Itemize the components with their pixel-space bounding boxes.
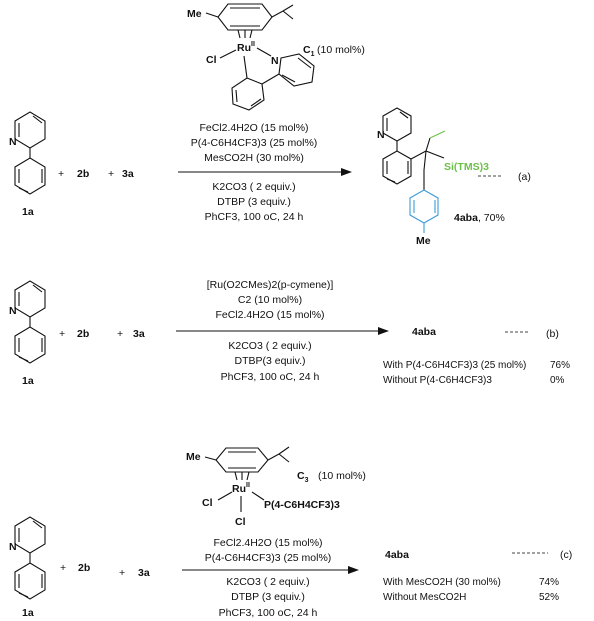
condition-b-below-1: K2CO3 ( 2 equiv.): [228, 340, 311, 352]
substrate-1a-structure-c: N: [9, 516, 46, 600]
reagent-3a-b: 3a: [133, 328, 145, 340]
result-c-2-yield: 52%: [539, 592, 559, 603]
ruthenium-label-c1: RuII: [237, 41, 255, 54]
result-b-2-yield: 0%: [550, 375, 565, 386]
plus-sign-b2: +: [117, 328, 123, 340]
nitrogen-label-1a-c: N: [9, 541, 17, 553]
condition-b-below-3: PhCF3, 100 oC, 24 h: [221, 371, 320, 383]
reaction-tag-c: (c): [560, 549, 572, 561]
product-label-c: 4aba: [385, 549, 409, 561]
reaction-tag-a: (a): [518, 171, 531, 183]
plus-sign-b1: +: [59, 328, 65, 340]
catalyst-c2-line2: C2 (10 mol%): [238, 294, 302, 306]
catalyst-c3-loading: (10 mol%): [318, 470, 366, 482]
ruthenium-label-c3: RuII: [232, 482, 250, 495]
catalyst-c2-line1: [Ru(O2CMes)2(p-cymene)]: [207, 279, 334, 291]
plus-sign-a2: +: [108, 168, 114, 180]
substrate-label-a: 1a: [22, 206, 34, 218]
catalyst-c1-loading: (10 mol%): [317, 44, 365, 56]
condition-c-below-2: DTBP (3 equiv.): [231, 591, 305, 603]
reaction-b: N 1a + 2b + 3a [Ru(O2CMes)2(p-cymene)] C…: [9, 279, 570, 387]
reagent-3a-c: 3a: [138, 567, 150, 579]
product-silyl-group: Si(TMS)3: [444, 161, 489, 173]
condition-b-below-2: DTBP(3 equiv.): [235, 355, 306, 367]
reagent-3a-a: 3a: [122, 168, 134, 180]
condition-c-below-1: K2CO3 ( 2 equiv.): [226, 576, 309, 588]
catalyst-c3-structure: Me RuII Cl Cl P(4-C6H4CF3)3 C3 (10 mol%): [186, 446, 366, 528]
substrate-1a-structure-b: N: [9, 280, 46, 364]
condition-c-above-2: P(4-C6H4CF3)3 (25 mol%): [205, 552, 332, 564]
methyl-label-product: Me: [416, 235, 431, 247]
reagent-2b-a: 2b: [77, 168, 89, 180]
chloride-label-c1: Cl: [206, 54, 217, 66]
nitrogen-label-c1: N: [271, 55, 279, 67]
condition-b-above-1: FeCl2.4H2O (15 mol%): [215, 309, 324, 321]
methyl-label-c1: Me: [187, 8, 202, 20]
catalyst-c3-label: C3: [297, 470, 309, 484]
condition-a-below-2: DTBP (3 equiv.): [217, 196, 291, 208]
result-c-1-condition: With MesCO2H (30 mol%): [383, 577, 501, 588]
condition-c-below-3: PhCF3, 100 oC, 24 h: [219, 607, 318, 619]
substrate-1a-structure-a: N: [9, 111, 46, 195]
reagent-2b-c: 2b: [78, 562, 90, 574]
result-b-2-condition: Without P(4-C6H4CF3)3: [383, 375, 492, 386]
reaction-c: Me RuII Cl Cl P(4-C6H4CF3)3 C3 (10 mol%)…: [9, 446, 572, 619]
nitrogen-label-1a-a: N: [9, 136, 17, 148]
catalyst-c1-structure: Me RuII Cl N C1 (10 mol%): [187, 3, 365, 111]
reagent-2b-b: 2b: [77, 328, 89, 340]
condition-a-above-2: P(4-C6H4CF3)3 (25 mol%): [191, 137, 318, 149]
plus-sign-c2: +: [119, 567, 125, 579]
catalyst-c1-label: C1: [303, 44, 315, 58]
result-c-1-yield: 74%: [539, 577, 559, 588]
phosphine-ligand-c3: P(4-C6H4CF3)3: [264, 499, 340, 511]
arrowhead-a: [341, 168, 352, 176]
condition-a-below-3: PhCF3, 100 oC, 24 h: [205, 211, 304, 223]
methyl-label-c3: Me: [186, 451, 201, 463]
reaction-a: Me RuII Cl N C1 (10 mol%): [9, 3, 531, 247]
chloride-label-c3-bottom: Cl: [235, 516, 246, 528]
product-4aba-structure: N Si(TMS)3 Me: [377, 107, 489, 247]
result-b-1-yield: 76%: [550, 360, 570, 371]
reaction-tag-b: (b): [546, 328, 559, 340]
result-b-1-condition: With P(4-C6H4CF3)3 (25 mol%): [383, 360, 526, 371]
arrowhead-c: [348, 566, 359, 574]
condition-a-above-3: MesCO2H (30 mol%): [204, 152, 304, 164]
substrate-label-c: 1a: [22, 607, 34, 619]
condition-a-above-1: FeCl2.4H2O (15 mol%): [199, 122, 308, 134]
plus-sign-c1: +: [60, 562, 66, 574]
nitrogen-label-1a-b: N: [9, 305, 17, 317]
product-label-a: 4aba, 70%: [454, 212, 505, 224]
arrowhead-b: [378, 327, 389, 335]
substrate-label-b: 1a: [22, 375, 34, 387]
product-label-b: 4aba: [412, 326, 436, 338]
plus-sign-a1: +: [58, 168, 64, 180]
chloride-label-c3-left: Cl: [202, 497, 213, 509]
condition-a-below-1: K2CO3 ( 2 equiv.): [212, 181, 295, 193]
nitrogen-label-product: N: [377, 129, 385, 141]
condition-c-above-1: FeCl2.4H2O (15 mol%): [213, 537, 322, 549]
result-c-2-condition: Without MesCO2H: [383, 592, 466, 603]
